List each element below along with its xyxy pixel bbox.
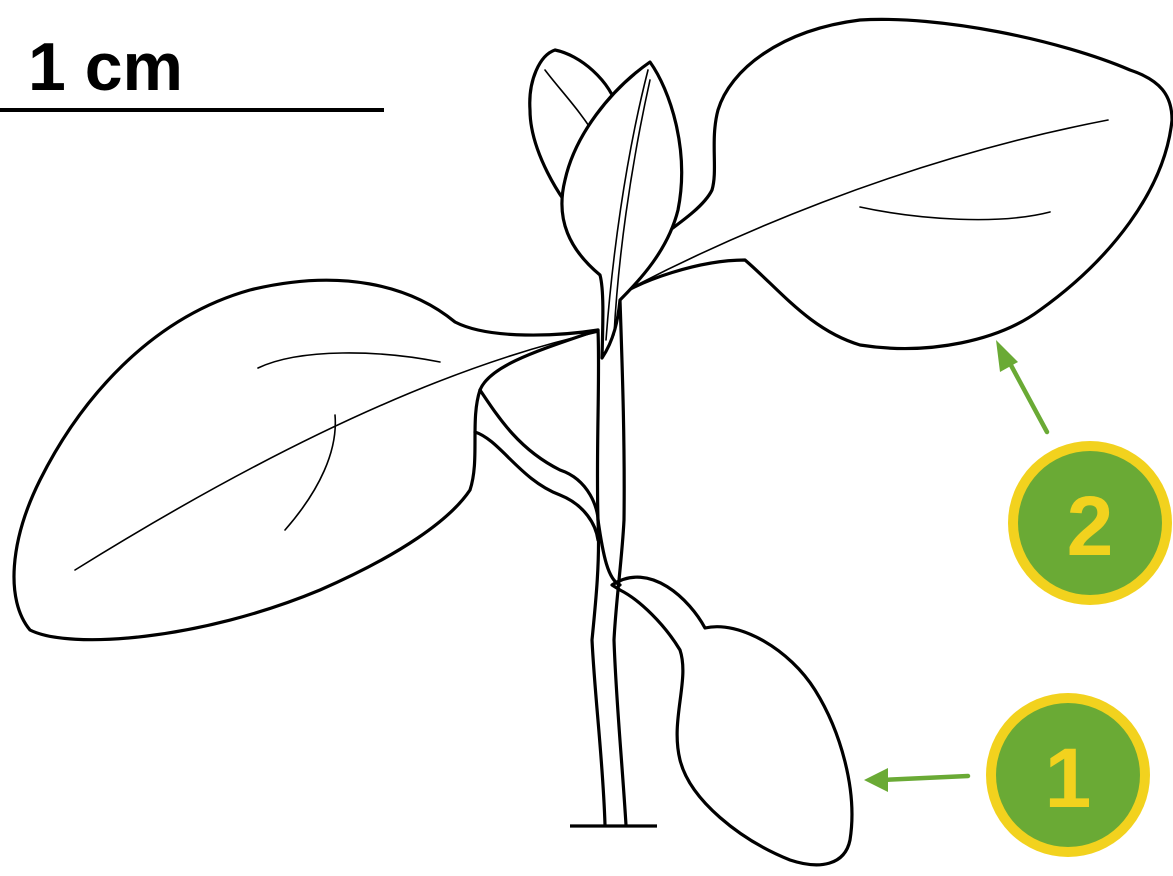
marker-1-arrow-line — [882, 776, 968, 780]
marker-2-arrowhead — [996, 340, 1018, 372]
stem — [475, 300, 657, 826]
marker-2: 2 — [996, 340, 1172, 605]
marker-1-arrowhead — [864, 768, 888, 792]
marker-2-arrow-line — [1006, 356, 1047, 432]
marker-2-number: 2 — [1067, 479, 1114, 573]
lower-right-leaf — [612, 577, 852, 865]
marker-1-number: 1 — [1045, 731, 1092, 825]
marker-1: 1 — [864, 693, 1150, 857]
scale-bar-label: 1 cm — [28, 29, 183, 105]
upper-right-leaf — [610, 19, 1172, 348]
scale-bar: 1 cm — [0, 29, 384, 110]
apical-bud — [530, 50, 682, 358]
